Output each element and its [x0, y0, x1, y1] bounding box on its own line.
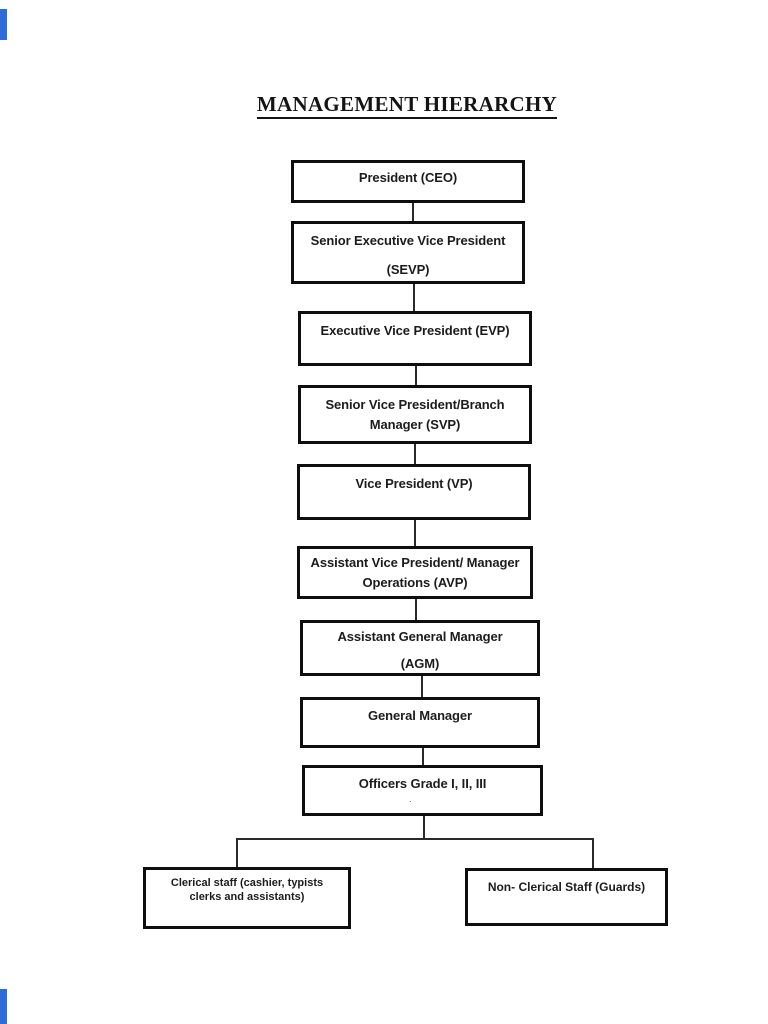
connector-avp-agm [415, 599, 417, 620]
page-edge-marker-top [0, 9, 7, 40]
stray-dot: . [409, 794, 412, 804]
node-general-manager: General Manager [300, 697, 540, 748]
page-edge-marker-bottom [0, 989, 7, 1024]
node-non-clerical-staff: Non- Clerical Staff (Guards) [465, 868, 668, 926]
node-label-line2: (SEVP) [386, 262, 430, 277]
node-label: Assistant General Manager [337, 629, 503, 644]
node-label: General Manager [368, 708, 472, 723]
connector-president-sevp [412, 203, 414, 221]
branch-horizontal-line [237, 838, 594, 840]
node-clerical-staff: Clerical staff (cashier, typists clerks … [143, 867, 351, 929]
connector-agm-gm [421, 676, 423, 697]
node-label: Senior Vice President/Branch [325, 397, 505, 412]
node-label-line2: clerks and assistants) [189, 891, 305, 903]
node-label: President (CEO) [358, 170, 458, 185]
connector-evp-svp [415, 366, 417, 385]
node-evp: Executive Vice President (EVP) [298, 311, 532, 366]
branch-drop-right [592, 838, 594, 868]
node-label: Non- Clerical Staff (Guards) [487, 880, 646, 894]
page-title-wrap: MANAGEMENT HIERARCHY [240, 92, 574, 119]
node-president: President (CEO) [291, 160, 525, 203]
node-label: Clerical staff (cashier, typists [170, 877, 324, 889]
node-label: Executive Vice President (EVP) [320, 323, 510, 338]
connector-gm-officers [422, 748, 424, 765]
branch-drop-left [236, 838, 238, 867]
node-label-line2: (AGM) [400, 656, 440, 671]
connector-officers-branch [423, 816, 425, 839]
node-officers: Officers Grade I, II, III . [302, 765, 543, 816]
node-label: Officers Grade I, II, III [358, 776, 487, 791]
node-agm: Assistant General Manager (AGM) [300, 620, 540, 676]
page-title: MANAGEMENT HIERARCHY [256, 92, 558, 119]
node-sevp: Senior Executive Vice President (SEVP) [291, 221, 525, 284]
node-label: Senior Executive Vice President [310, 233, 506, 248]
node-vp: Vice President (VP) [297, 464, 531, 520]
node-label-line2: Manager (SVP) [369, 417, 461, 432]
connector-svp-vp [414, 444, 416, 464]
node-svp: Senior Vice President/Branch Manager (SV… [298, 385, 532, 444]
connector-sevp-evp [413, 284, 415, 311]
node-label-line2: Operations (AVP) [362, 575, 468, 590]
connector-vp-avp [414, 520, 416, 546]
node-avp: Assistant Vice President/ Manager Operat… [297, 546, 533, 599]
node-label: Assistant Vice President/ Manager [310, 555, 520, 570]
node-label: Vice President (VP) [355, 476, 473, 491]
